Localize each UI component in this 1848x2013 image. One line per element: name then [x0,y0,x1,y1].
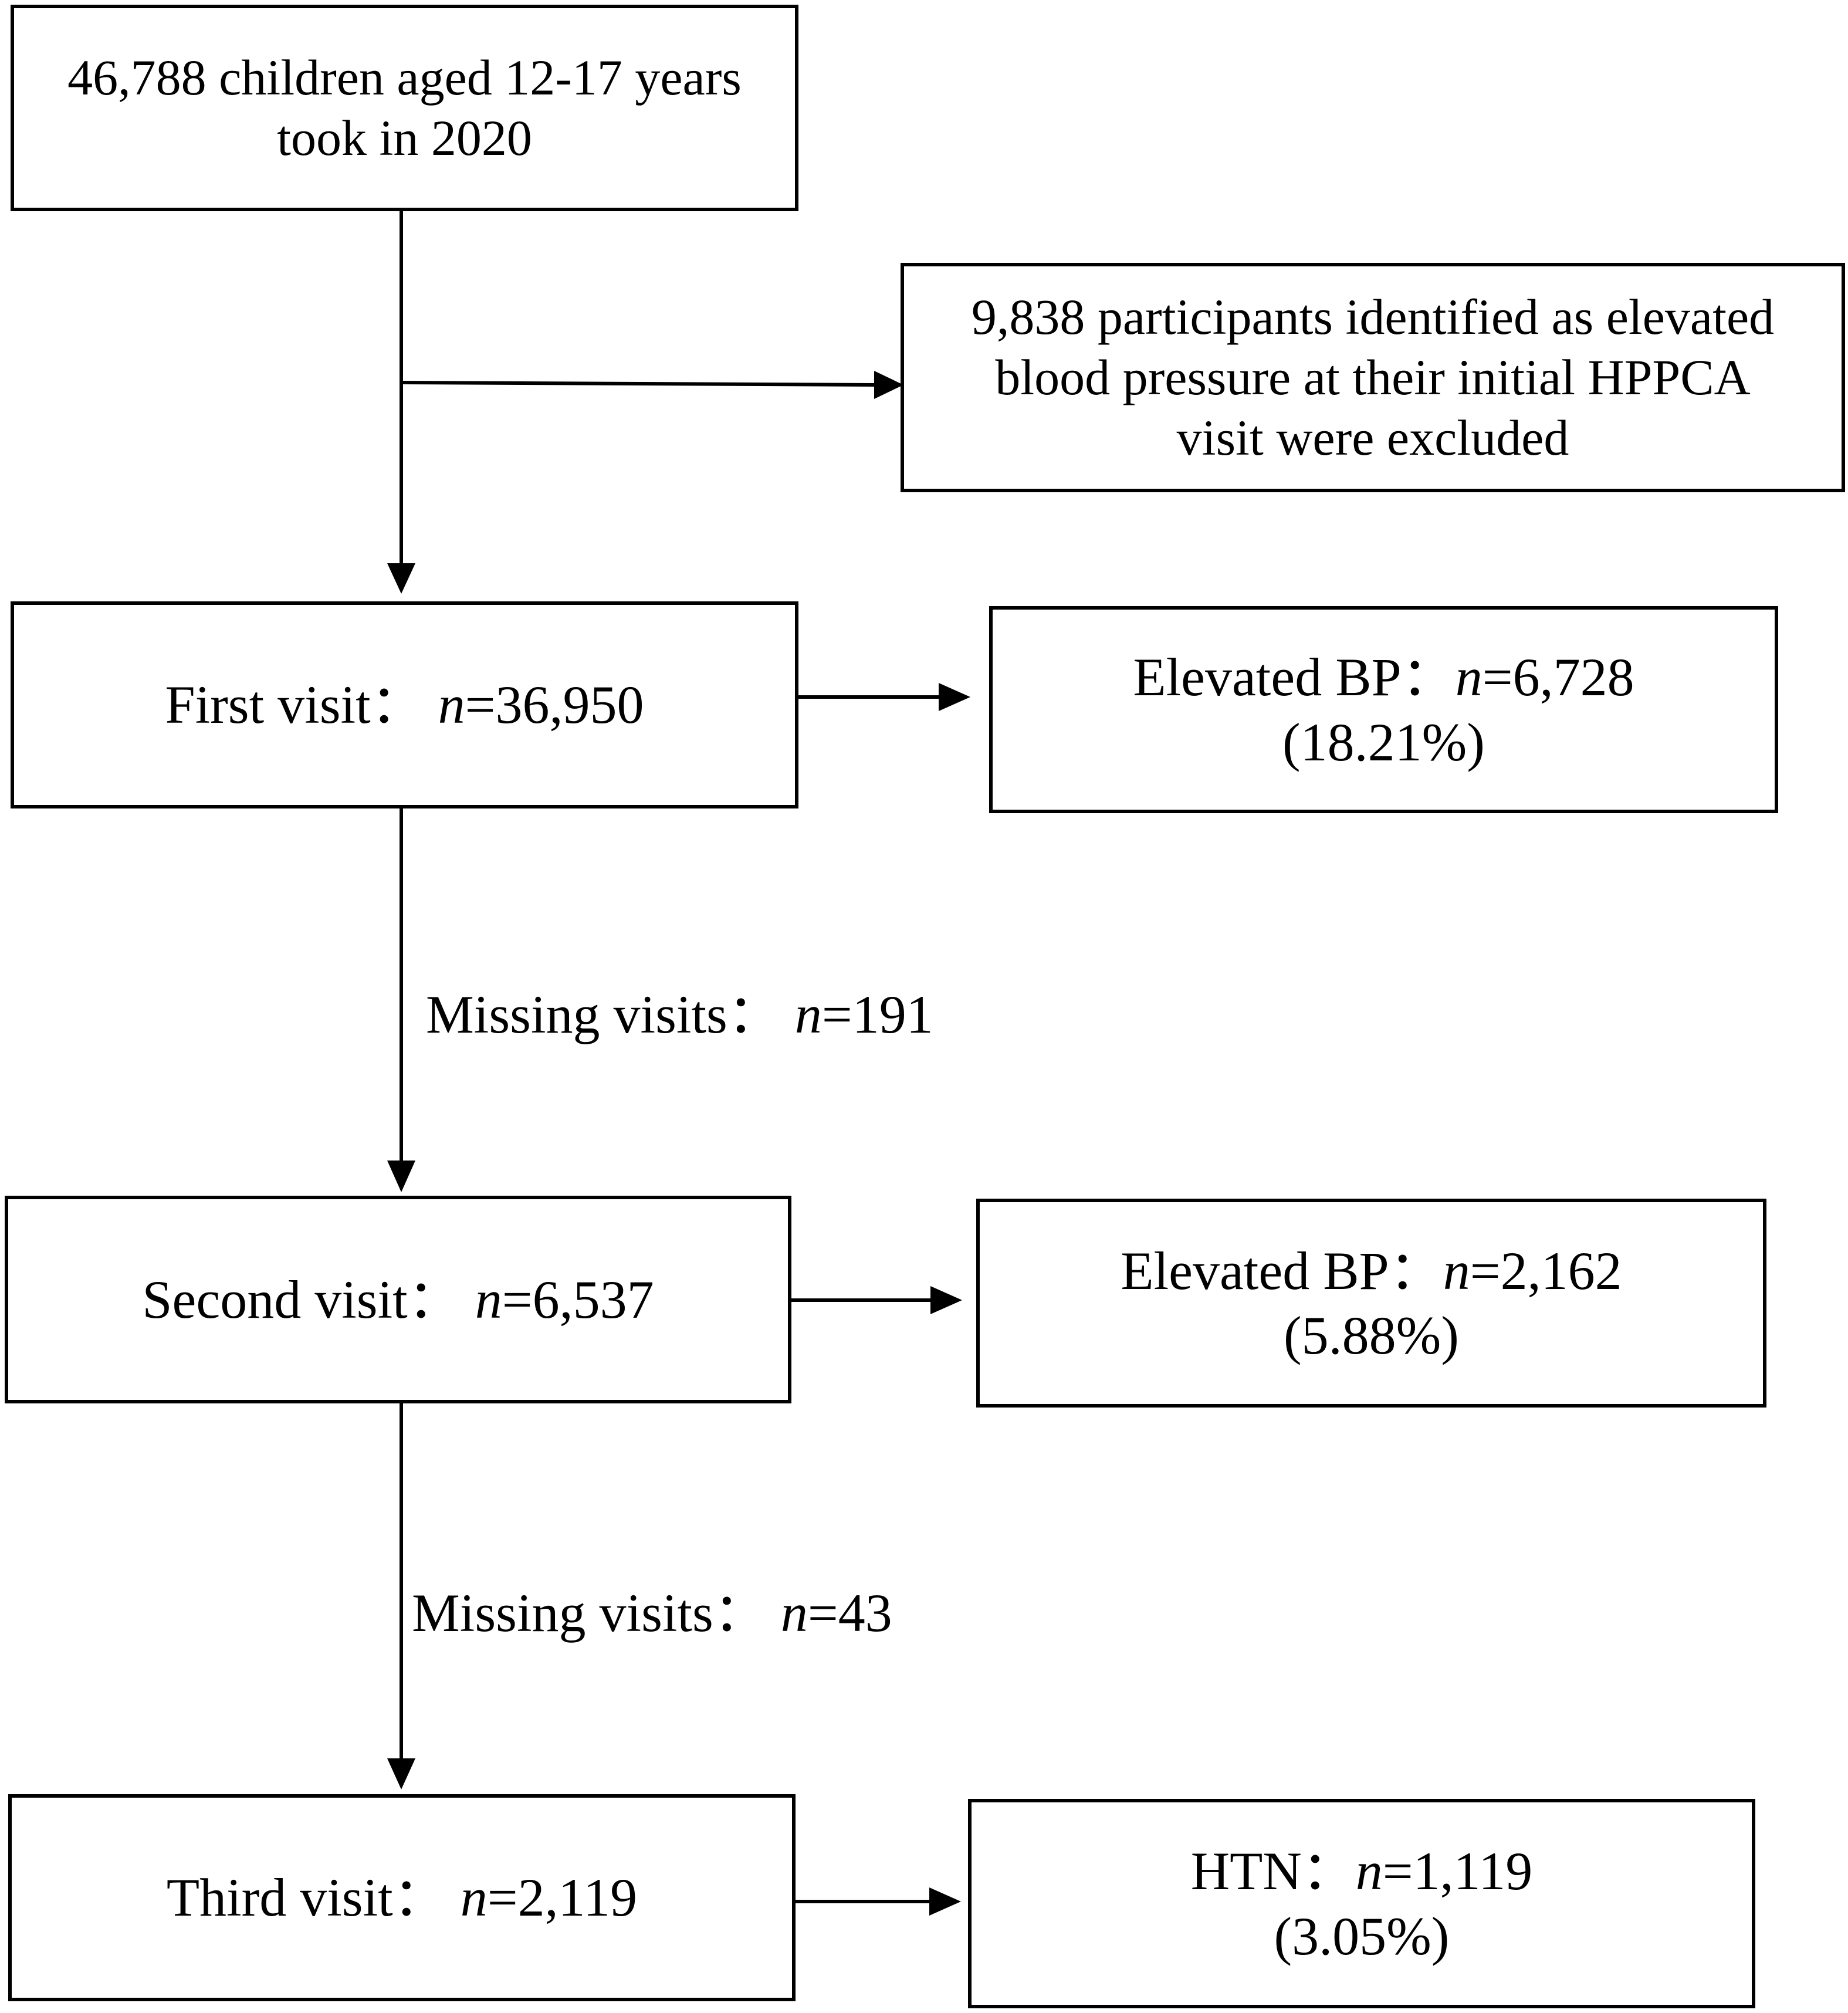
third-outcome-line1: HTN：n=1,119 [1191,1839,1533,1903]
missing-visits-label-2: Missing visits： n=43 [412,1569,892,1647]
arrowhead-down-second [387,1161,415,1192]
missing1-label: Missing visits： [426,984,781,1044]
source-population-line1: 46,788 children aged 12-17 years [67,49,742,106]
third-visit-label: Third visit： [166,1867,447,1928]
third-outcome-count: =1,119 [1382,1841,1533,1902]
second-visit-count: =6,537 [502,1269,654,1329]
third-visit-count: =2,119 [487,1867,638,1928]
first-visit-count: =36,950 [465,675,644,735]
second-visit-outcome-box: Elevated BP：n=2,162 (5.88%) [976,1199,1766,1408]
source-population-line2: took in 2020 [277,110,532,166]
second-outcome-percent: (5.88%) [1284,1305,1459,1365]
excluded-box: 9,838 participants identified as elevate… [901,263,1845,492]
first-outcome-count: =6,728 [1482,647,1634,708]
second-outcome-line1: Elevated BP：n=2,162 [1121,1239,1622,1303]
third-visit-var: n [460,1867,488,1928]
source-population-box: 46,788 children aged 12-17 years took in… [11,5,798,211]
arrowhead-right-second-outcome [930,1286,962,1314]
missing1-var: n [794,984,822,1044]
arrowhead-down-first [387,563,415,594]
second-outcome-count: =2,162 [1470,1240,1622,1301]
first-outcome-percent: (18.21%) [1282,712,1485,772]
excluded-line3: visit were excluded [1176,410,1569,466]
first-visit-var: n [438,675,465,735]
missing2-count: =43 [807,1583,892,1643]
third-visit-outcome-box: HTN：n=1,119 (3.05%) [968,1799,1755,2008]
third-outcome-var: n [1355,1841,1383,1902]
third-visit-text: Third visit： n=2,119 [167,1865,637,1930]
second-visit-var: n [475,1269,502,1329]
arrowhead-down-third [387,1758,415,1789]
first-outcome-var: n [1455,647,1483,708]
missing2-var: n [780,1583,808,1643]
excluded-line1: 9,838 participants identified as elevate… [971,288,1775,345]
missing1-count: =191 [821,984,933,1044]
first-visit-label: First visit： [165,675,425,735]
third-outcome-percent: (3.05%) [1274,1906,1450,1966]
third-visit-box: Third visit： n=2,119 [8,1794,796,2001]
first-visit-box: First visit： n=36,950 [11,601,798,808]
third-outcome-label: HTN： [1190,1841,1356,1902]
missing2-label: Missing visits： [412,1583,767,1643]
excluded-line2: blood pressure at their initial HPPCA [995,349,1751,405]
first-visit-outcome-box: Elevated BP：n=6,728 (18.21%) [989,606,1778,813]
second-outcome-var: n [1443,1240,1470,1301]
arrowhead-right-third-outcome [929,1887,961,1916]
arrowhead-right-first-outcome [939,683,970,711]
arrowhead-right-excluded [874,371,903,399]
second-visit-text: Second visit： n=6,537 [142,1267,654,1332]
second-outcome-label: Elevated BP： [1121,1240,1443,1301]
second-visit-box: Second visit： n=6,537 [5,1196,791,1403]
first-outcome-label: Elevated BP： [1133,647,1456,708]
missing-visits-label-1: Missing visits： n=191 [426,970,933,1048]
first-visit-text: First visit： n=36,950 [165,672,644,737]
second-visit-label: Second visit： [142,1269,462,1329]
first-outcome-line1: Elevated BP：n=6,728 [1133,645,1634,709]
connector-to-excluded [401,381,875,387]
